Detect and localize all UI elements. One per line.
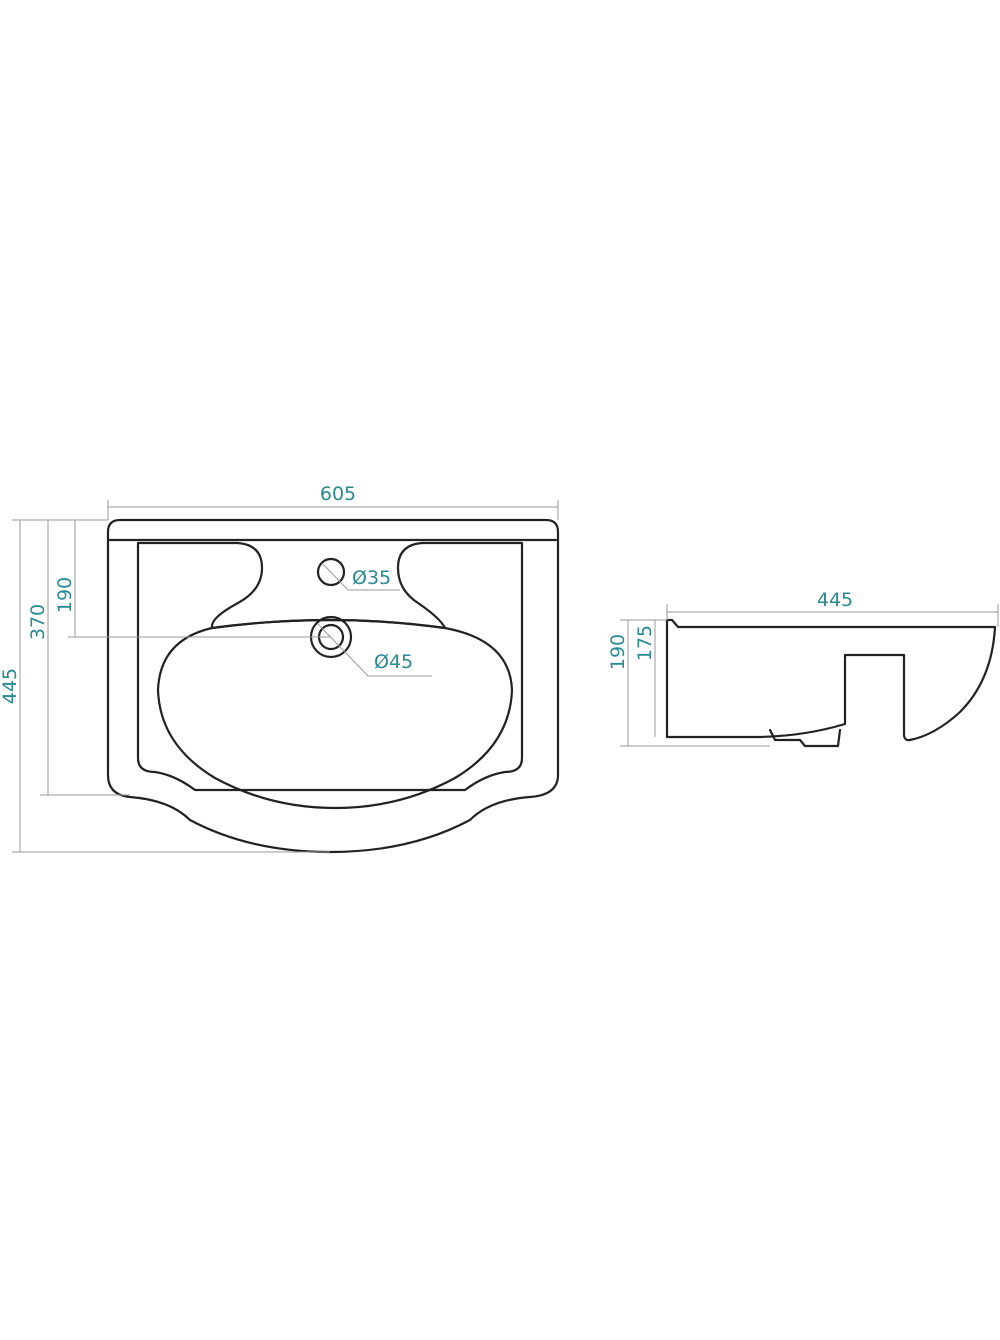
side-depth-label: 445 <box>817 589 853 611</box>
side-height-label: 190 <box>607 634 629 670</box>
bowl-depth-label: 370 <box>27 604 49 640</box>
side-inner-height-label: 175 <box>634 625 656 661</box>
drain-hole-leader <box>317 623 432 677</box>
tap-hole <box>316 557 346 587</box>
side-profile-outline <box>665 618 997 742</box>
side-outlet <box>768 728 842 748</box>
basin-bowl <box>156 618 514 810</box>
width-label: 605 <box>320 483 356 505</box>
drain-hole-label: Ø45 <box>374 651 413 673</box>
side-view: 445 190 175 <box>607 589 999 748</box>
basin-inner-rim <box>136 541 524 792</box>
overall-depth-label: 445 <box>0 668 21 704</box>
tap-hole-leader <box>321 562 400 591</box>
front-view: 605 445 370 190 Ø35 Ø45 <box>0 483 560 854</box>
drain-offset-label: 190 <box>54 577 76 613</box>
tap-hole-label: Ø35 <box>352 567 391 589</box>
basin-outer-outline <box>106 518 560 854</box>
